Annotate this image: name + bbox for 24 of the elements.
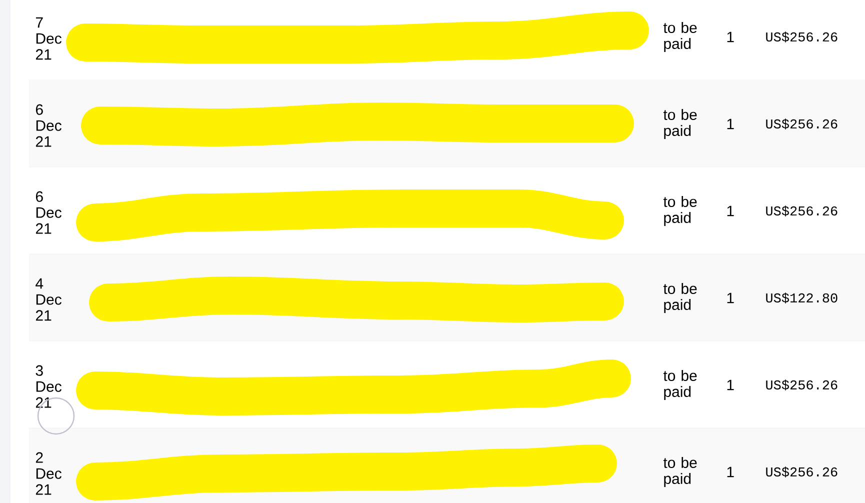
date-cell: 4 Dec 21 [36, 278, 62, 321]
quantity-cell: 1 [727, 380, 734, 390]
status-cell: to be paid [663, 370, 697, 400]
status-cell: to be paid [663, 457, 697, 487]
amount-cell: US$256.26 [766, 466, 838, 478]
status-cell: to be paid [663, 109, 697, 139]
date-cell: 3 Dec 21 [36, 365, 62, 408]
amount-cell: US$256.26 [766, 118, 838, 130]
status-cell: to be paid [663, 283, 697, 313]
amount-cell: US$256.26 [766, 206, 838, 216]
date-cell: 6 Dec 21 [36, 191, 62, 234]
date-cell: 6 Dec 21 [36, 104, 62, 147]
quantity-cell: 1 [727, 206, 734, 216]
quantity-cell: 1 [727, 466, 734, 478]
quantity-cell: 1 [727, 292, 734, 304]
status-cell: to be paid [663, 22, 697, 52]
amount-cell: US$256.26 [766, 32, 838, 42]
amount-cell: US$122.80 [766, 292, 838, 304]
quantity-cell: 1 [727, 32, 734, 42]
amount-cell: US$256.26 [766, 380, 838, 390]
status-cell: to be paid [663, 196, 697, 226]
date-cell: 2 Dec 21 [36, 452, 62, 495]
date-cell: 7 Dec 21 [36, 17, 62, 60]
quantity-cell: 1 [727, 118, 734, 130]
